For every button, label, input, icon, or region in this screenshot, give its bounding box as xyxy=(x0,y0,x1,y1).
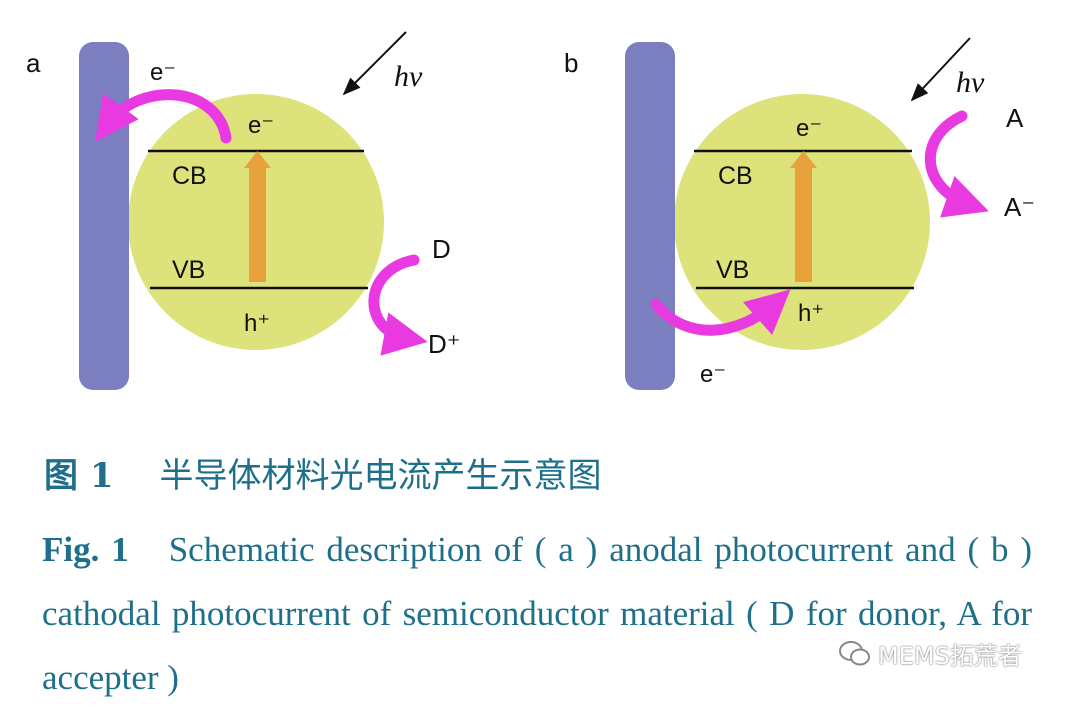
panel-a-electron-out-label: e⁻ xyxy=(150,59,176,86)
panel-a-electron-cb-label: e⁻ xyxy=(248,112,274,139)
panel-a-hole-label: h⁺ xyxy=(244,310,270,337)
wechat-icon xyxy=(839,640,870,665)
caption-cn-figure-number: 图 1 xyxy=(44,456,114,496)
panel-b-light-label: hν xyxy=(956,66,985,99)
watermark-text: MEMS拓荒者 xyxy=(878,642,1022,670)
panel-a-donor-oxidation-arrow xyxy=(368,254,428,356)
panel-a-electron-transfer-arrow xyxy=(95,89,232,144)
panel-a-label: a xyxy=(26,48,41,78)
panel-a-light-label: hν xyxy=(394,60,423,93)
caption-cn-text: 半导体材料光电流产生示意图 xyxy=(159,456,602,496)
panel-b-reduced-acceptor-label: A⁻ xyxy=(1004,192,1035,222)
panel-b-excitation-arrow xyxy=(790,151,817,282)
panel-b-acceptor-label: A xyxy=(1006,103,1024,133)
panel-a-electrode xyxy=(79,42,129,390)
panel-b-electrode xyxy=(625,42,675,390)
panel-a-donor-label: D xyxy=(432,234,451,264)
panel-b-electron-cb-label: e⁻ xyxy=(796,115,822,142)
panel-b-acceptor-reduction-arrow xyxy=(924,110,989,218)
panel-a: a CB VB e⁻ h⁺ e⁻ D D⁺ hν xyxy=(26,31,461,390)
caption-en-text: Schematic description of ( a ) anodal ph… xyxy=(42,530,1032,697)
panel-b-hole-label: h⁺ xyxy=(798,300,824,327)
panel-b-electron-injection-arrow xyxy=(650,289,791,336)
panel-a-light-arrow xyxy=(342,31,407,96)
panel-b-light-arrow xyxy=(910,37,971,102)
panel-a-oxidized-donor-label: D⁺ xyxy=(428,329,461,359)
panel-a-cb-label: CB xyxy=(172,162,207,190)
caption-en-figure-number: Fig. 1 xyxy=(42,530,129,569)
panel-a-vb-label: VB xyxy=(172,256,205,284)
caption-chinese: 图 1 半导体材料光电流产生示意图 xyxy=(44,448,602,497)
panel-a-excitation-arrow xyxy=(244,151,271,282)
panel-b: b CB VB e⁻ h⁺ e⁻ A A⁻ hν xyxy=(564,37,1035,390)
panel-b-label: b xyxy=(564,48,578,78)
watermark: MEMS拓荒者 xyxy=(838,636,1022,671)
panel-b-cb-label: CB xyxy=(718,162,753,190)
panel-b-vb-label: VB xyxy=(716,256,749,284)
panel-b-electron-out-label: e⁻ xyxy=(700,361,726,388)
photocurrent-diagram: a CB VB e⁻ h⁺ e⁻ D D⁺ hν b CB VB e⁻ xyxy=(26,31,1035,390)
